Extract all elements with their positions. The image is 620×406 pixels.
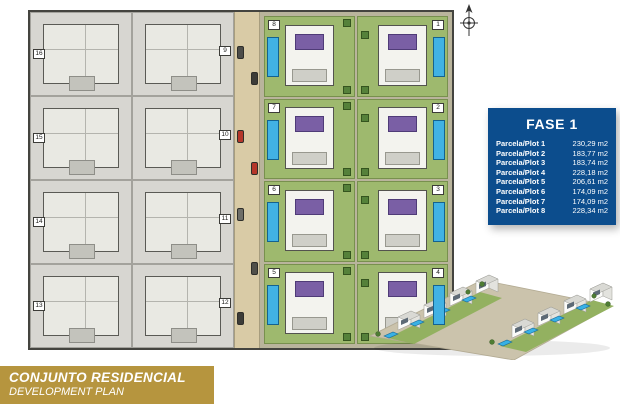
phase-row: Parcela/Plot 6 174,09 m2 bbox=[496, 187, 608, 197]
sector-gray-plots: 16 9 15 10 14 11 bbox=[30, 12, 234, 348]
plot-2: 2 bbox=[357, 98, 448, 179]
car-icon bbox=[251, 162, 258, 175]
plot-label: Parcela/Plot 6 bbox=[496, 186, 546, 196]
plot-number: 5 bbox=[268, 267, 280, 278]
plot-number: 8 bbox=[268, 20, 280, 30]
plot-6: 6 bbox=[264, 181, 355, 262]
plot-16: 16 bbox=[30, 12, 132, 96]
plot-10: 10 bbox=[132, 96, 234, 180]
building bbox=[43, 23, 119, 84]
plot-14: 14 bbox=[30, 180, 132, 264]
plot-area: 174,09 m2 bbox=[572, 186, 608, 196]
plot-number: 9 bbox=[219, 45, 231, 56]
plot-15: 15 bbox=[30, 96, 132, 180]
plot-area: 183,74 m2 bbox=[572, 158, 608, 168]
pool bbox=[267, 202, 279, 243]
villa-building bbox=[285, 24, 334, 87]
banner-subtitle: DEVELOPMENT PLAN bbox=[9, 386, 124, 398]
plot-label: Parcela/Plot 8 bbox=[496, 206, 546, 216]
title-banner: CONJUNTO RESIDENCIAL DEVELOPMENT PLAN bbox=[0, 366, 214, 404]
car-icon bbox=[237, 312, 244, 325]
plot-number: 2 bbox=[432, 102, 444, 113]
villa-building bbox=[378, 189, 427, 252]
sector-garden-plots: 8 1 7 2 6 bbox=[260, 12, 452, 348]
plot-number: 11 bbox=[219, 213, 231, 224]
building bbox=[43, 107, 119, 168]
plot-number: 3 bbox=[432, 185, 444, 195]
car-icon bbox=[237, 208, 244, 221]
pool bbox=[433, 37, 445, 78]
central-road bbox=[234, 12, 260, 348]
plot-number: 15 bbox=[33, 133, 45, 144]
plot-number: 14 bbox=[33, 217, 45, 228]
plot-area: 183,77 m2 bbox=[572, 148, 608, 158]
plot-number: 16 bbox=[33, 49, 45, 60]
phase-row: Parcela/Plot 8 228,34 m2 bbox=[496, 206, 608, 216]
building bbox=[145, 23, 221, 84]
plot-5: 5 bbox=[264, 263, 355, 344]
plot-8: 8 bbox=[264, 16, 355, 97]
building bbox=[145, 107, 221, 168]
plot-label: Parcela/Plot 2 bbox=[496, 148, 546, 158]
plot-number: 12 bbox=[219, 297, 231, 308]
building bbox=[145, 191, 221, 252]
plot-9: 9 bbox=[132, 12, 234, 96]
plot-area: 228,34 m2 bbox=[572, 206, 608, 216]
phase-row: Parcela/Plot 3 183,74 m2 bbox=[496, 158, 608, 168]
villa-building bbox=[285, 272, 334, 334]
plot-11: 11 bbox=[132, 180, 234, 264]
car-icon bbox=[251, 262, 258, 275]
compass-north-icon bbox=[456, 4, 482, 40]
plot-number: 1 bbox=[432, 20, 444, 30]
plot-12: 12 bbox=[132, 264, 234, 348]
phase-row: Parcela/Plot 1 230,29 m2 bbox=[496, 139, 608, 149]
plot-number: 7 bbox=[268, 102, 280, 113]
car-icon bbox=[237, 130, 244, 143]
plot-number: 10 bbox=[219, 129, 231, 140]
plot-area: 228,18 m2 bbox=[572, 167, 608, 177]
villa-building bbox=[285, 107, 334, 169]
building bbox=[43, 191, 119, 252]
phase-title: FASE 1 bbox=[526, 116, 578, 132]
phase-row: Parcela/Plot 4 228,18 m2 bbox=[496, 168, 608, 178]
banner-title: CONJUNTO RESIDENCIAL bbox=[9, 370, 186, 385]
phase-panel: FASE 1 Parcela/Plot 1 230,29 m2 Parcela/… bbox=[488, 108, 616, 225]
villas-3d-render bbox=[362, 242, 616, 361]
plot-area: 230,29 m2 bbox=[572, 139, 608, 148]
plot-number: 6 bbox=[268, 185, 280, 195]
plot-label: Parcela/Plot 7 bbox=[496, 196, 546, 206]
villa-building bbox=[378, 107, 427, 169]
pool bbox=[433, 119, 445, 160]
plot-7: 7 bbox=[264, 98, 355, 179]
plot-label: Parcela/Plot 5 bbox=[496, 177, 546, 187]
building bbox=[145, 275, 221, 336]
phase-row: Parcela/Plot 7 174,09 m2 bbox=[496, 197, 608, 207]
plot-3: 3 bbox=[357, 181, 448, 262]
phase-row: Parcela/Plot 5 206,61 m2 bbox=[496, 177, 608, 187]
pool bbox=[267, 284, 279, 325]
plot-13: 13 bbox=[30, 264, 132, 348]
pool bbox=[267, 119, 279, 160]
villa-building bbox=[285, 189, 334, 252]
plot-area: 206,61 m2 bbox=[572, 177, 608, 187]
plot-number: 13 bbox=[33, 301, 45, 312]
plot-label: Parcela/Plot 4 bbox=[496, 167, 546, 177]
pool bbox=[267, 37, 279, 78]
car-icon bbox=[237, 46, 244, 59]
car-icon bbox=[251, 72, 258, 85]
pool bbox=[433, 284, 445, 325]
villa-building bbox=[378, 24, 427, 87]
plot-1: 1 bbox=[357, 16, 448, 97]
site-plan: 16 9 15 10 14 11 bbox=[28, 10, 454, 350]
plot-label: Parcela/Plot 3 bbox=[496, 158, 546, 168]
plot-area: 174,09 m2 bbox=[572, 196, 608, 206]
plot-number: 4 bbox=[432, 267, 444, 278]
phase-row: Parcela/Plot 2 183,77 m2 bbox=[496, 149, 608, 159]
pool bbox=[433, 202, 445, 243]
plot-label: Parcela/Plot 1 bbox=[496, 139, 546, 148]
building bbox=[43, 275, 119, 336]
